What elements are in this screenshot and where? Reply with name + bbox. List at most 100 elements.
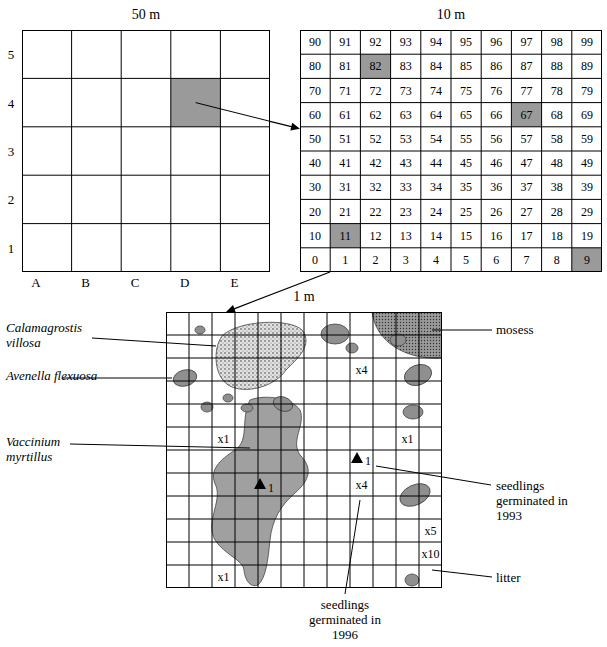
cell-number: 81: [339, 59, 351, 73]
cell-number: 29: [581, 205, 593, 219]
cell-number: 14: [430, 229, 442, 243]
cell-number: 57: [521, 132, 533, 146]
cell-number: 1: [342, 253, 348, 267]
cell-number: 40: [309, 156, 321, 170]
cell-number: 66: [490, 108, 502, 122]
seedling-count: x1: [218, 570, 230, 584]
cell-number: 41: [339, 156, 351, 170]
cell-number: 82: [370, 59, 382, 73]
cell-number: 24: [430, 205, 442, 219]
cell-number: 49: [581, 156, 593, 170]
grid-scale-title: 1 m: [167, 289, 441, 305]
leader-lines: [62, 103, 492, 594]
zoom-arrow: [270, 121, 300, 130]
cell-number: 88: [551, 59, 563, 73]
cell-number: 48: [551, 156, 563, 170]
cell-number: 26: [490, 205, 502, 219]
cell-number: 71: [339, 84, 351, 98]
cell-number: 93: [400, 35, 412, 49]
cell-number: 76: [490, 84, 502, 98]
cell-number: 58: [551, 132, 563, 146]
seedling-number: 1: [365, 454, 371, 468]
cell-number: 7: [524, 253, 530, 267]
cell-number: 96: [490, 35, 502, 49]
cell-number: 42: [370, 156, 382, 170]
cell-number: 62: [370, 108, 382, 122]
cell-number: 35: [460, 180, 472, 194]
cover-label: litter: [496, 570, 521, 585]
cell-number: 10: [309, 229, 321, 243]
cell-number: 78: [551, 84, 563, 98]
cell-number: 90: [309, 35, 321, 49]
species-label: Calamagrostis villosa: [6, 320, 106, 350]
cell-number: 2: [373, 253, 379, 267]
cell-number: 46: [490, 156, 502, 170]
cell-number: 52: [370, 132, 382, 146]
cell-number: 68: [551, 108, 563, 122]
cell-number: 20: [309, 205, 321, 219]
cell-number: 92: [370, 35, 382, 49]
cell-number: 28: [551, 205, 563, 219]
grid-scale-title: 50 m: [23, 7, 269, 23]
cell-number: 34: [430, 180, 442, 194]
seedling-count: x4: [356, 363, 368, 377]
cell-number: 39: [581, 180, 593, 194]
plot-grid-1m: 1 m: [166, 312, 442, 588]
cell-number: 31: [339, 180, 351, 194]
cell-number: 54: [430, 132, 442, 146]
seedling-count: x5: [425, 524, 437, 538]
seedling-count: x1: [218, 432, 230, 446]
cell-number: 18: [551, 229, 563, 243]
column-label: C: [131, 275, 140, 290]
cell-number: 85: [460, 59, 472, 73]
calamagrostis-patch: [216, 322, 306, 389]
cell-number: 73: [400, 84, 412, 98]
cell-number: 56: [490, 132, 502, 146]
row-label: 3: [8, 144, 15, 159]
cell-number: 91: [339, 35, 351, 49]
cell-number: 27: [521, 205, 533, 219]
cell-number: 45: [460, 156, 472, 170]
plot-grid-50m: 50 m: [22, 30, 270, 272]
vaccinium-patch: [212, 397, 308, 585]
cell-number: 50: [309, 132, 321, 146]
cell-number: 99: [581, 35, 593, 49]
cover-label: mosess: [496, 322, 534, 337]
cell-number: 94: [430, 35, 442, 49]
cell-number: 5: [463, 253, 469, 267]
cell-number: 21: [339, 205, 351, 219]
column-label: A: [31, 275, 40, 290]
cell-number: 70: [309, 84, 321, 98]
cell-number: 3: [403, 253, 409, 267]
cell-number: 33: [400, 180, 412, 194]
seedling-label: seedlings germinated in 1993: [496, 478, 578, 523]
cell-number: 22: [370, 205, 382, 219]
species-label: Vaccinium myrtillus: [6, 434, 106, 464]
cell-number: 51: [339, 132, 351, 146]
cell-number: 86: [490, 59, 502, 73]
cell-number: 89: [581, 59, 593, 73]
seedling-count: x1: [402, 432, 414, 446]
cell-number: 97: [521, 35, 533, 49]
row-label: 1: [8, 240, 15, 255]
seedling-label: seedlings germinated in 1996: [300, 597, 390, 642]
cell-number: 55: [460, 132, 472, 146]
cell-number: 0: [312, 253, 318, 267]
cell-number: 30: [309, 180, 321, 194]
column-label: D: [180, 275, 189, 290]
row-label: 4: [8, 95, 15, 110]
shaded-cells: [171, 54, 602, 272]
cell-number: 83: [400, 59, 412, 73]
cell-number: 23: [400, 205, 412, 219]
cell-number: 87: [521, 59, 533, 73]
column-label: B: [81, 275, 90, 290]
cell-number: 61: [339, 108, 351, 122]
cell-number: 84: [430, 59, 442, 73]
cell-number: 36: [490, 180, 502, 194]
cell-number: 77: [521, 84, 533, 98]
cell-number: 47: [521, 156, 533, 170]
avenella-patches: [171, 324, 434, 586]
cell-number: 69: [581, 108, 593, 122]
cell-number: 9: [584, 253, 590, 267]
